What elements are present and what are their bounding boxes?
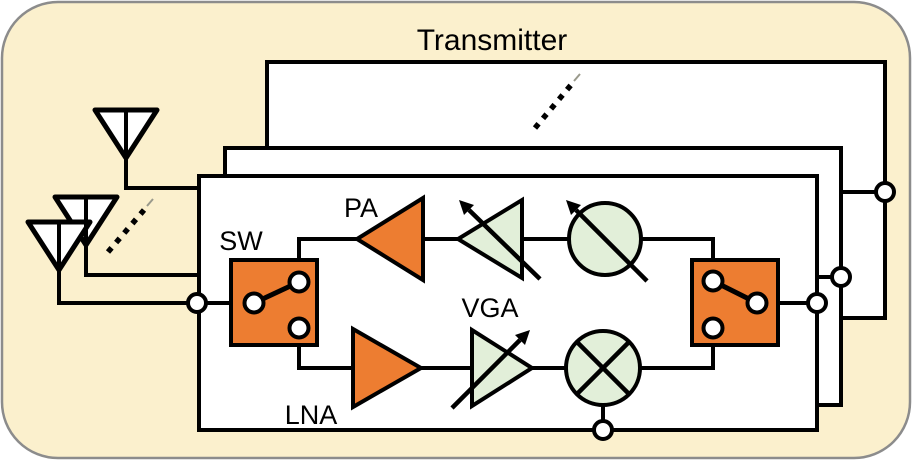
mixer-icon xyxy=(564,329,642,407)
phase-shifter-icon xyxy=(566,200,649,283)
vga-arrow xyxy=(467,208,542,281)
tx-vga-icon xyxy=(454,196,542,282)
port-node-icon xyxy=(592,419,614,441)
dots-ellipsis-icon xyxy=(105,208,147,254)
vga-label: VGA xyxy=(461,293,518,323)
dots-ellipsis-icon xyxy=(532,83,574,130)
antenna-feed-wire xyxy=(57,222,197,305)
slice-ellipsis xyxy=(532,73,581,130)
port-node-icon xyxy=(186,292,208,314)
rx-vga-icon xyxy=(450,326,536,410)
spdt-switch-icon-right xyxy=(690,258,780,347)
lna-amplifier-icon xyxy=(351,325,426,411)
switch-throw-contact xyxy=(701,269,725,293)
switch-pole-contact xyxy=(242,291,266,315)
dots-ellipsis-end xyxy=(573,73,581,82)
antenna-feed-wire xyxy=(124,110,199,190)
phase-shifter-arrowhead xyxy=(566,200,581,215)
antenna-group xyxy=(25,107,199,305)
port-node-icon xyxy=(874,181,896,203)
sw-label: SW xyxy=(219,226,263,256)
vga-triangle xyxy=(470,326,536,410)
dots-ellipsis-end xyxy=(146,198,154,207)
vga-triangle xyxy=(454,196,524,282)
phase-shifter-arrow xyxy=(574,208,649,283)
diagram-title: Transmitter xyxy=(417,24,568,57)
vga-arrowhead xyxy=(459,200,474,215)
switch-throw-contact xyxy=(287,270,311,294)
vga-arrow xyxy=(450,338,522,410)
power-amplifier-icon xyxy=(353,194,425,284)
switch-throw-contact xyxy=(701,316,725,340)
port-node-icon xyxy=(830,266,852,288)
vga-arrowhead xyxy=(515,330,530,345)
antenna-feed-wire xyxy=(84,197,199,277)
port-node-icon xyxy=(806,292,828,314)
pa-label: PA xyxy=(344,193,378,223)
switch-pole-contact xyxy=(745,291,769,315)
lna-label: LNA xyxy=(285,400,338,430)
switch-throw-contact xyxy=(287,316,311,340)
spdt-switch-icon-left xyxy=(229,258,319,347)
mixer-cross xyxy=(575,340,631,396)
